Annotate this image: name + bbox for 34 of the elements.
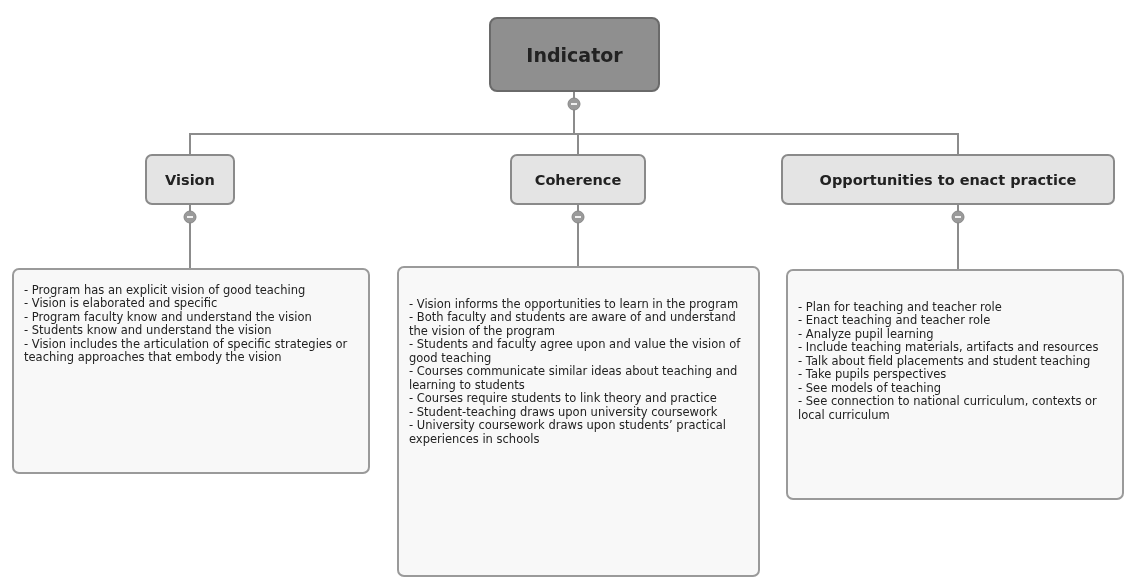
list-item: - Courses communicate similar ideas about teaching and learning to students [409,365,739,392]
list-item: - See models of teaching [798,381,942,396]
detail-box [786,269,1124,500]
connector-line [957,204,959,270]
list-item: - Program faculty know and understand the vision [24,310,313,325]
list-item: - Courses require students to link theory and practice [409,392,718,406]
list-item: - Take pupils perspectives [798,368,947,382]
topic-box [781,154,1115,205]
list-item: - Student-teaching draws upon university coursework [409,405,719,419]
list-item: - Talk about field placements and student teaching [798,354,1092,369]
list-item: - Vision informs the opportunities to learn in the program [409,298,740,312]
list-item: - See connection to national curriculum, contexts or local curriculum [798,395,1098,423]
detail-box [12,268,370,474]
list-item: - Analyze pupil learning [798,327,934,342]
topic-box [510,154,646,205]
root-topic-box [489,17,660,92]
topic-box [145,154,235,205]
list-item: - Both faculty and students are aware of and understand the vision of the program [409,311,736,339]
list-item: - Vision includes the articulation of specific strategies or teaching approaches that embody the vision [24,337,349,365]
topic-title: Vision [165,171,215,188]
list-item: - Plan for teaching and teacher role [798,301,1003,315]
detail-box [397,266,760,577]
topic-title: Coherence [534,171,622,188]
topic-title: Indicator [526,43,623,66]
list-item: - Students and faculty agree upon and value the vision of good teaching [409,338,742,365]
list-item: - Program has an explicit vision of good teaching [24,284,307,298]
list-item: - Students know and understand the vision [24,324,273,338]
topic-title: Opportunities to enact practice [819,171,1077,188]
list-item: - Include teaching materials, artifacts and resources [798,341,1100,355]
list-item: - University coursework draws upon students’ practical experiences in schools [409,419,728,446]
list-item: - Enact teaching and teacher role [798,314,992,328]
connector-line [189,204,191,269]
list-item: - Vision is elaborated and specific [24,297,219,311]
connector-line [577,204,579,267]
